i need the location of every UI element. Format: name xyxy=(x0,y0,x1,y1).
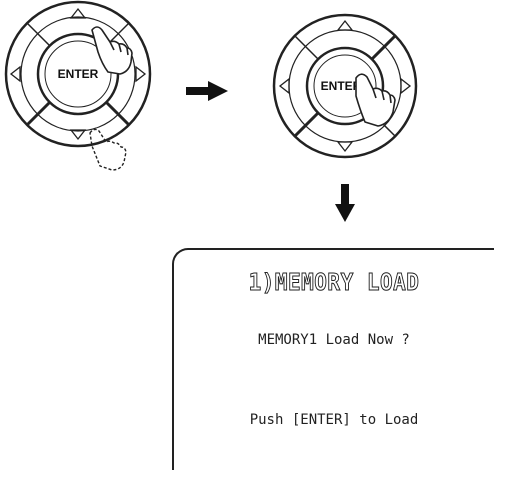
hand-pointer-dashed-icon xyxy=(89,128,127,171)
up-arrow-icon[interactable] xyxy=(336,19,354,31)
down-arrow-icon[interactable] xyxy=(69,129,87,141)
arrow-down-icon xyxy=(335,184,355,222)
display-screen: 1)MEMORY LOAD MEMORY1 Load Now ? Push [E… xyxy=(172,248,494,470)
hand-pointer-icon xyxy=(91,26,133,75)
display-line-1: MEMORY1 Load Now ? xyxy=(258,332,410,348)
left-arrow-icon[interactable] xyxy=(9,65,21,83)
display-title: 1)MEMORY LOAD xyxy=(248,268,420,296)
dpad-divider xyxy=(293,110,321,138)
hand-pointer-icon xyxy=(355,73,396,127)
dpad-divider xyxy=(25,98,54,127)
right-dpad: ENTER xyxy=(272,13,418,159)
display-line-2: Push [ENTER] to Load xyxy=(249,412,419,428)
up-arrow-icon[interactable] xyxy=(69,7,87,19)
enter-label: ENTER xyxy=(58,67,99,81)
dpad-divider xyxy=(294,35,320,61)
down-arrow-icon[interactable] xyxy=(336,141,354,153)
left-arrow-icon[interactable] xyxy=(278,77,290,95)
arrow-right-icon xyxy=(186,81,228,101)
right-arrow-icon[interactable] xyxy=(400,77,412,95)
dpad-divider xyxy=(102,98,131,127)
dpad-divider xyxy=(369,34,397,62)
right-arrow-icon[interactable] xyxy=(135,65,147,83)
left-dpad: ENTER xyxy=(4,0,152,171)
enter-label: ENTER xyxy=(321,79,362,93)
dpad-divider xyxy=(26,22,53,49)
